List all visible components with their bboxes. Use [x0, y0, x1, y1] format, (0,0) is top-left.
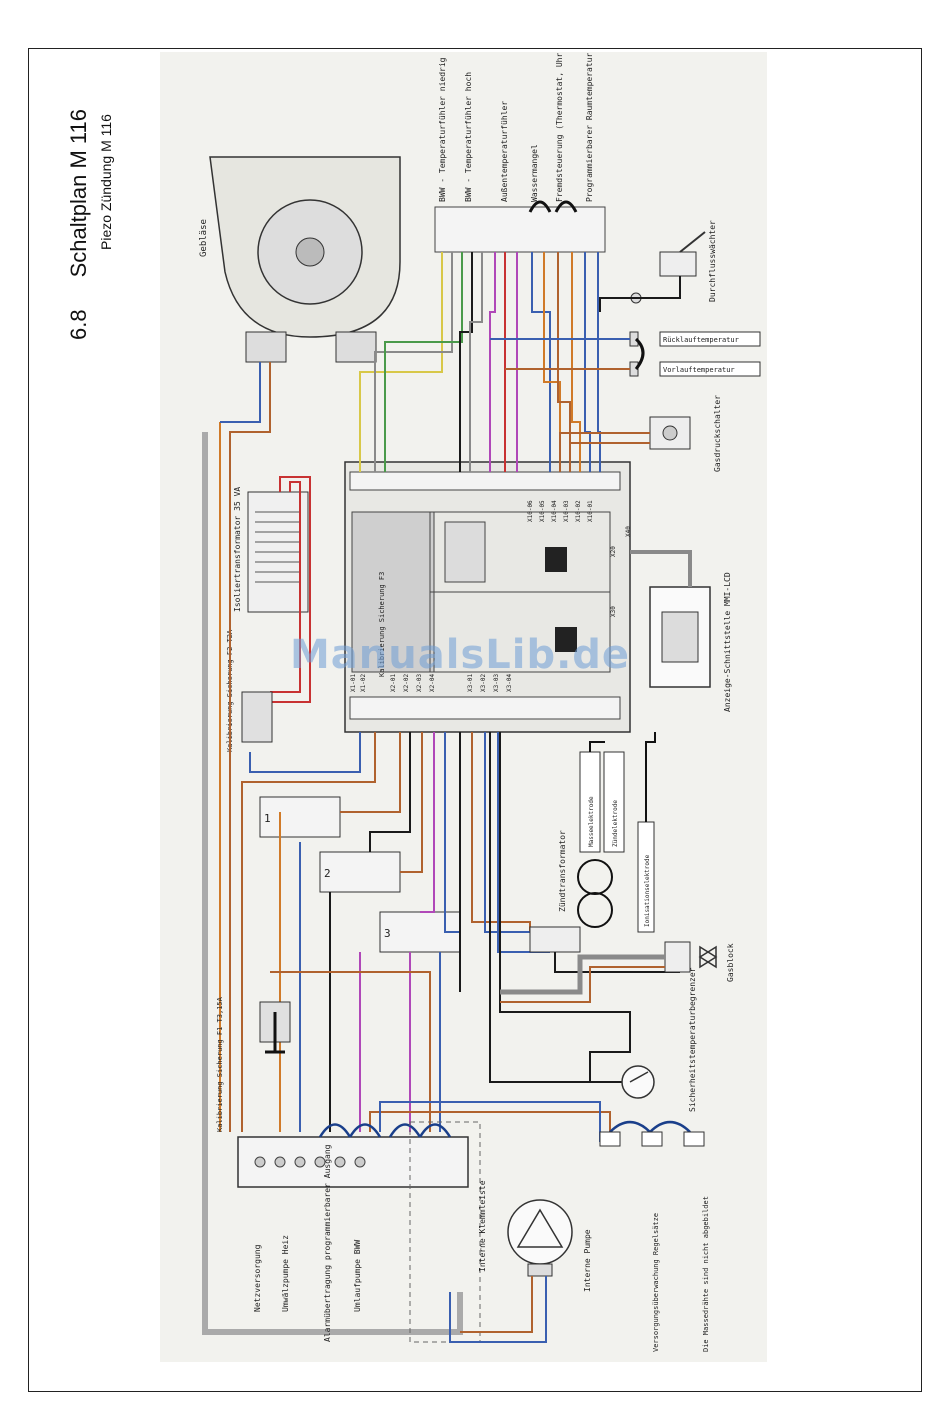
ignition-electrode-label: Zündelektrode — [612, 800, 619, 847]
flow-switch-icon — [630, 231, 706, 304]
flow-switch-label: Durchflusswächter — [708, 220, 717, 302]
conn-x3-02: X3-02 — [480, 674, 487, 692]
conn-x10-05: X10-05 — [539, 500, 546, 522]
conn-x2-02: X2-02 — [403, 674, 410, 692]
internal-terminal-label: Interne Klemmleiste — [478, 1180, 487, 1272]
supply-monitor-label: Versorgungsüberwachung Regelsätze — [652, 1213, 660, 1352]
main-terminal-block — [237, 1136, 469, 1188]
relay-2-label: 2 — [324, 867, 331, 880]
conn-x3-03: X3-03 — [493, 674, 500, 692]
board-connector-labels: X1-01 X1-02 X2-01 X2-02 X2-03 X2-04 X3-0… — [350, 500, 632, 692]
room-sensor-label: Programmierbarer Raumtemperaturfühler — [585, 52, 594, 202]
watermark: ManualsLib.de — [290, 632, 631, 678]
remote-control-label: Fremdsteuerung (Thermostat, Uhr) — [555, 52, 564, 202]
page-frame — [28, 48, 922, 1392]
conn-x10-03: X10-03 — [563, 500, 570, 522]
water-shortage-label: Wassermangel — [530, 144, 539, 202]
pump-dhw-label: Umlaufpumpe BWW — [353, 1240, 362, 1312]
section-subtitle: Piezo Zündung M 116 — [98, 114, 114, 250]
fuse-f1-icon — [259, 1001, 291, 1054]
conn-x10-01: X10-01 — [587, 500, 594, 522]
section-title: Schaltplan M 116 — [66, 109, 91, 278]
conn-x2-04: X2-04 — [429, 674, 436, 692]
isolation-transformer-icon — [247, 491, 309, 613]
sensor-labels: BWW - Temperaturfühler niedrig BWW - Tem… — [438, 52, 594, 202]
ground-note: Die Massedrähte sind nicht abgebildet — [702, 1196, 710, 1352]
section-number: 6.8 — [66, 309, 91, 340]
isolation-transformer-label: Isoliertransformator 35 VA — [233, 487, 242, 612]
safety-limiter-icon — [621, 1065, 655, 1099]
gas-block-icon — [664, 941, 718, 973]
conn-x3-01: X3-01 — [467, 674, 474, 692]
conn-x1-02: X1-02 — [360, 674, 367, 692]
supply-monitor-icon — [599, 1120, 705, 1147]
blower-icon — [209, 156, 401, 363]
fuse-f1-label: Kalibrierung Sicherung F1 T3,15A — [216, 996, 224, 1132]
return-sensor-icon — [629, 331, 761, 377]
conn-x20: X20 — [610, 546, 617, 557]
wiring-diagram-svg: Gebläse Kalibrierung Sicherung F3 X1-01 … — [199, 52, 761, 1352]
ignition-electrode-icon — [603, 751, 625, 853]
gas-pressure-switch-icon — [649, 416, 691, 450]
fuse-f3-label: Kalibrierung Sicherung F3 — [378, 572, 386, 677]
conn-x10-06: X10-06 — [527, 500, 534, 522]
conn-x1-01: X1-01 — [350, 674, 357, 692]
gas-block-label: Gasblock — [726, 943, 735, 982]
wiring-diagram: Gebläse Kalibrierung Sicherung F3 X1-01 … — [160, 52, 767, 1362]
dhw-sensor-low-label: BWW - Temperaturfühler niedrig — [438, 57, 447, 202]
relay-3-label: 3 — [384, 927, 391, 940]
ignition-transformer-icon — [529, 859, 613, 953]
relay-2-icon: 2 — [319, 851, 401, 893]
internal-pump-label: Interne Pumpe — [583, 1229, 592, 1292]
flow-sensor-label: Vorlauftemperatur — [663, 366, 735, 374]
return-sensor-label: Rücklauftemperatur — [663, 336, 739, 344]
alarm-output-label: Alarmübertragung programmierbarer Ausgan… — [323, 1144, 332, 1342]
relay-1-icon: 1 — [259, 796, 341, 838]
conn-x2-01: X2-01 — [390, 674, 397, 692]
pump-heating-label: Umwälzpumpe Heiz — [281, 1235, 290, 1312]
safety-limiter-label: Sicherheitstemperaturbegrenzer — [688, 967, 697, 1112]
conn-x2-03: X2-03 — [416, 674, 423, 692]
conn-x40: X40 — [625, 526, 632, 537]
display-interface-label: Anzeige-Schnittstelle MMI-LCD — [723, 572, 732, 712]
internal-terminal-frame — [409, 1121, 481, 1343]
ground-electrode-label: Masseelektrode — [588, 796, 595, 847]
conn-x3-04: X3-04 — [506, 674, 513, 692]
conn-x10-04: X10-04 — [551, 500, 558, 522]
blower-label: Gebläse — [199, 219, 209, 257]
outdoor-sensor-label: Außentemperaturfühler — [500, 101, 509, 202]
fuse-f2-icon — [241, 691, 273, 743]
ignition-transformer-label: Zündtransformator — [558, 830, 567, 912]
conn-x30: X30 — [610, 606, 617, 617]
dhw-sensor-high-label: BWW - Temperaturfühler hoch — [464, 72, 473, 202]
section-heading: 6.8 Schaltplan M 116 — [66, 109, 92, 340]
display-interface-icon — [649, 586, 711, 688]
conn-x10-02: X10-02 — [575, 500, 582, 522]
ionisation-electrode-label: Ionisationselektrode — [644, 854, 651, 927]
relay-1-label: 1 — [264, 812, 271, 825]
power-supply-label: Netzversorgung — [253, 1244, 262, 1312]
gas-pressure-switch-label: Gasdruckschalter — [713, 395, 722, 472]
board-heatsink — [351, 511, 435, 673]
sensor-terminal-block — [434, 206, 606, 253]
internal-pump-icon — [507, 1199, 573, 1277]
